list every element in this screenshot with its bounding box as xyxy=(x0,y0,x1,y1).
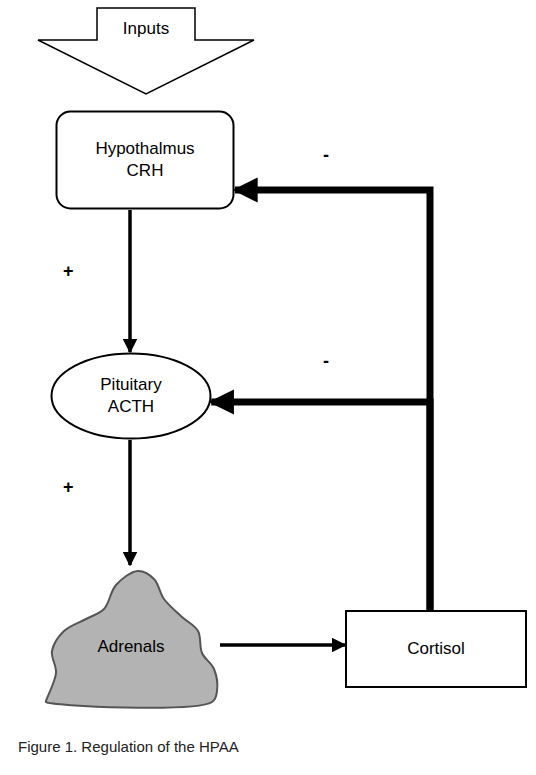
rounded-rect xyxy=(57,112,234,209)
pituitary-ellipse-outline xyxy=(50,352,212,440)
cortisol-box: Cortisol xyxy=(345,610,527,688)
feedback-arrow xyxy=(211,402,430,610)
hypothalamus-box: Hypothalmus CRH xyxy=(55,110,235,210)
adrenal-gland xyxy=(46,571,217,708)
block-arrow xyxy=(38,8,254,94)
ellipse-outline xyxy=(52,354,211,439)
node-label: Adrenals xyxy=(97,636,164,658)
flow-arrow xyxy=(128,440,132,565)
figure-caption: Figure 1. Regulation of the HPAA xyxy=(18,738,239,755)
adrenals-shape: Adrenals xyxy=(42,565,220,705)
hypothalamus-box-outline xyxy=(55,110,235,210)
adrenals-shape-outline xyxy=(42,565,220,705)
node-label: Hypothalmus CRH xyxy=(89,138,201,182)
pituitary-ellipse: Pituitary ACTH xyxy=(50,352,212,440)
flow-arrow xyxy=(128,210,132,352)
node-label: Pituitary ACTH xyxy=(81,374,181,418)
rect-outline xyxy=(346,611,526,687)
node-label: Cortisol xyxy=(407,638,465,660)
sign-label: - xyxy=(323,146,329,164)
sign-label: - xyxy=(323,352,329,370)
sign-label: + xyxy=(63,262,74,280)
input-arrow: Inputs xyxy=(35,6,257,98)
node-label: Inputs xyxy=(123,18,169,40)
flow-arrow xyxy=(220,643,345,647)
sign-label: + xyxy=(63,478,74,496)
feedback-arrow xyxy=(235,190,430,610)
